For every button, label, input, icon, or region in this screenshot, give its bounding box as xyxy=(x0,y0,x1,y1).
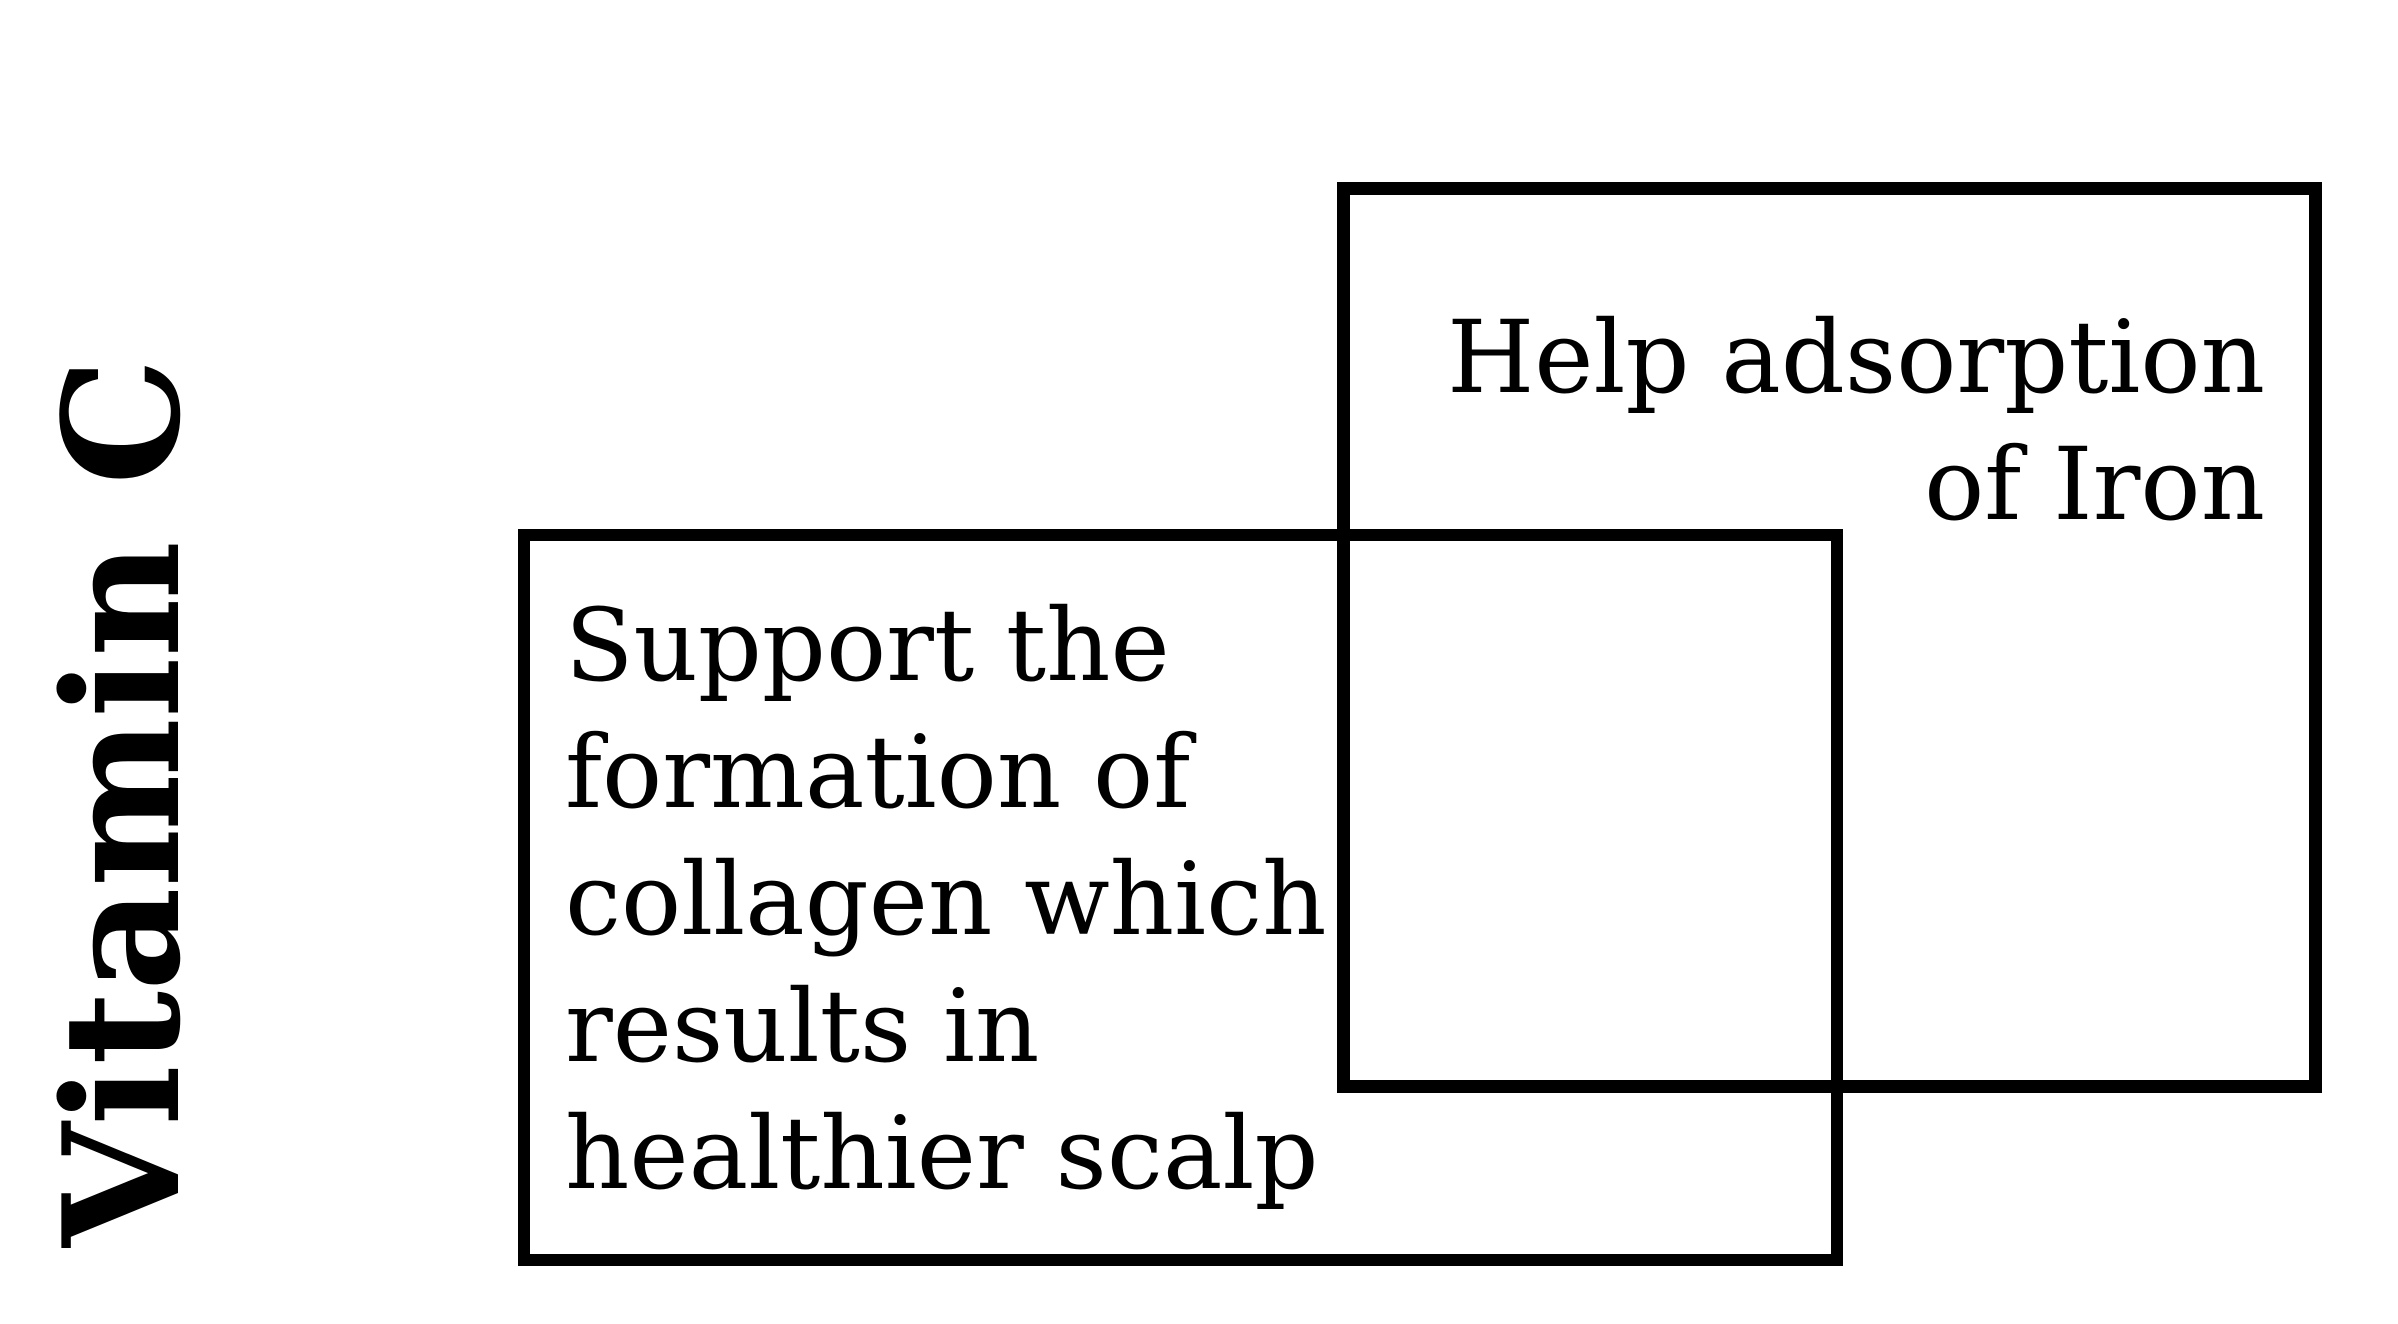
iron-benefit-text: Help adsorption of Iron xyxy=(1447,299,2265,543)
iron-benefit-box: Help adsorption of Iron xyxy=(1337,182,2322,1093)
vitamin-c-vertical-label: Vitamin C xyxy=(28,357,216,1247)
collagen-benefit-box: Support the formation of collagen which … xyxy=(518,529,1843,1266)
collagen-benefit-text: Support the formation of collagen which … xyxy=(565,587,1327,1212)
